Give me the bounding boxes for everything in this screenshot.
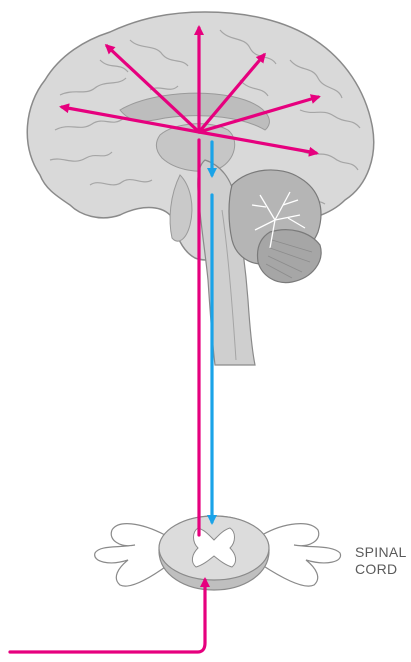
spinal-cord-label-line1: SPINAL <box>355 544 407 561</box>
left-nerve-root <box>95 524 168 586</box>
right-nerve-root <box>262 524 341 586</box>
spinal-cord-label-line2: CORD <box>355 561 397 578</box>
spinal-cord-section-icon <box>95 516 341 590</box>
ascending-arrow-entry <box>10 580 205 652</box>
